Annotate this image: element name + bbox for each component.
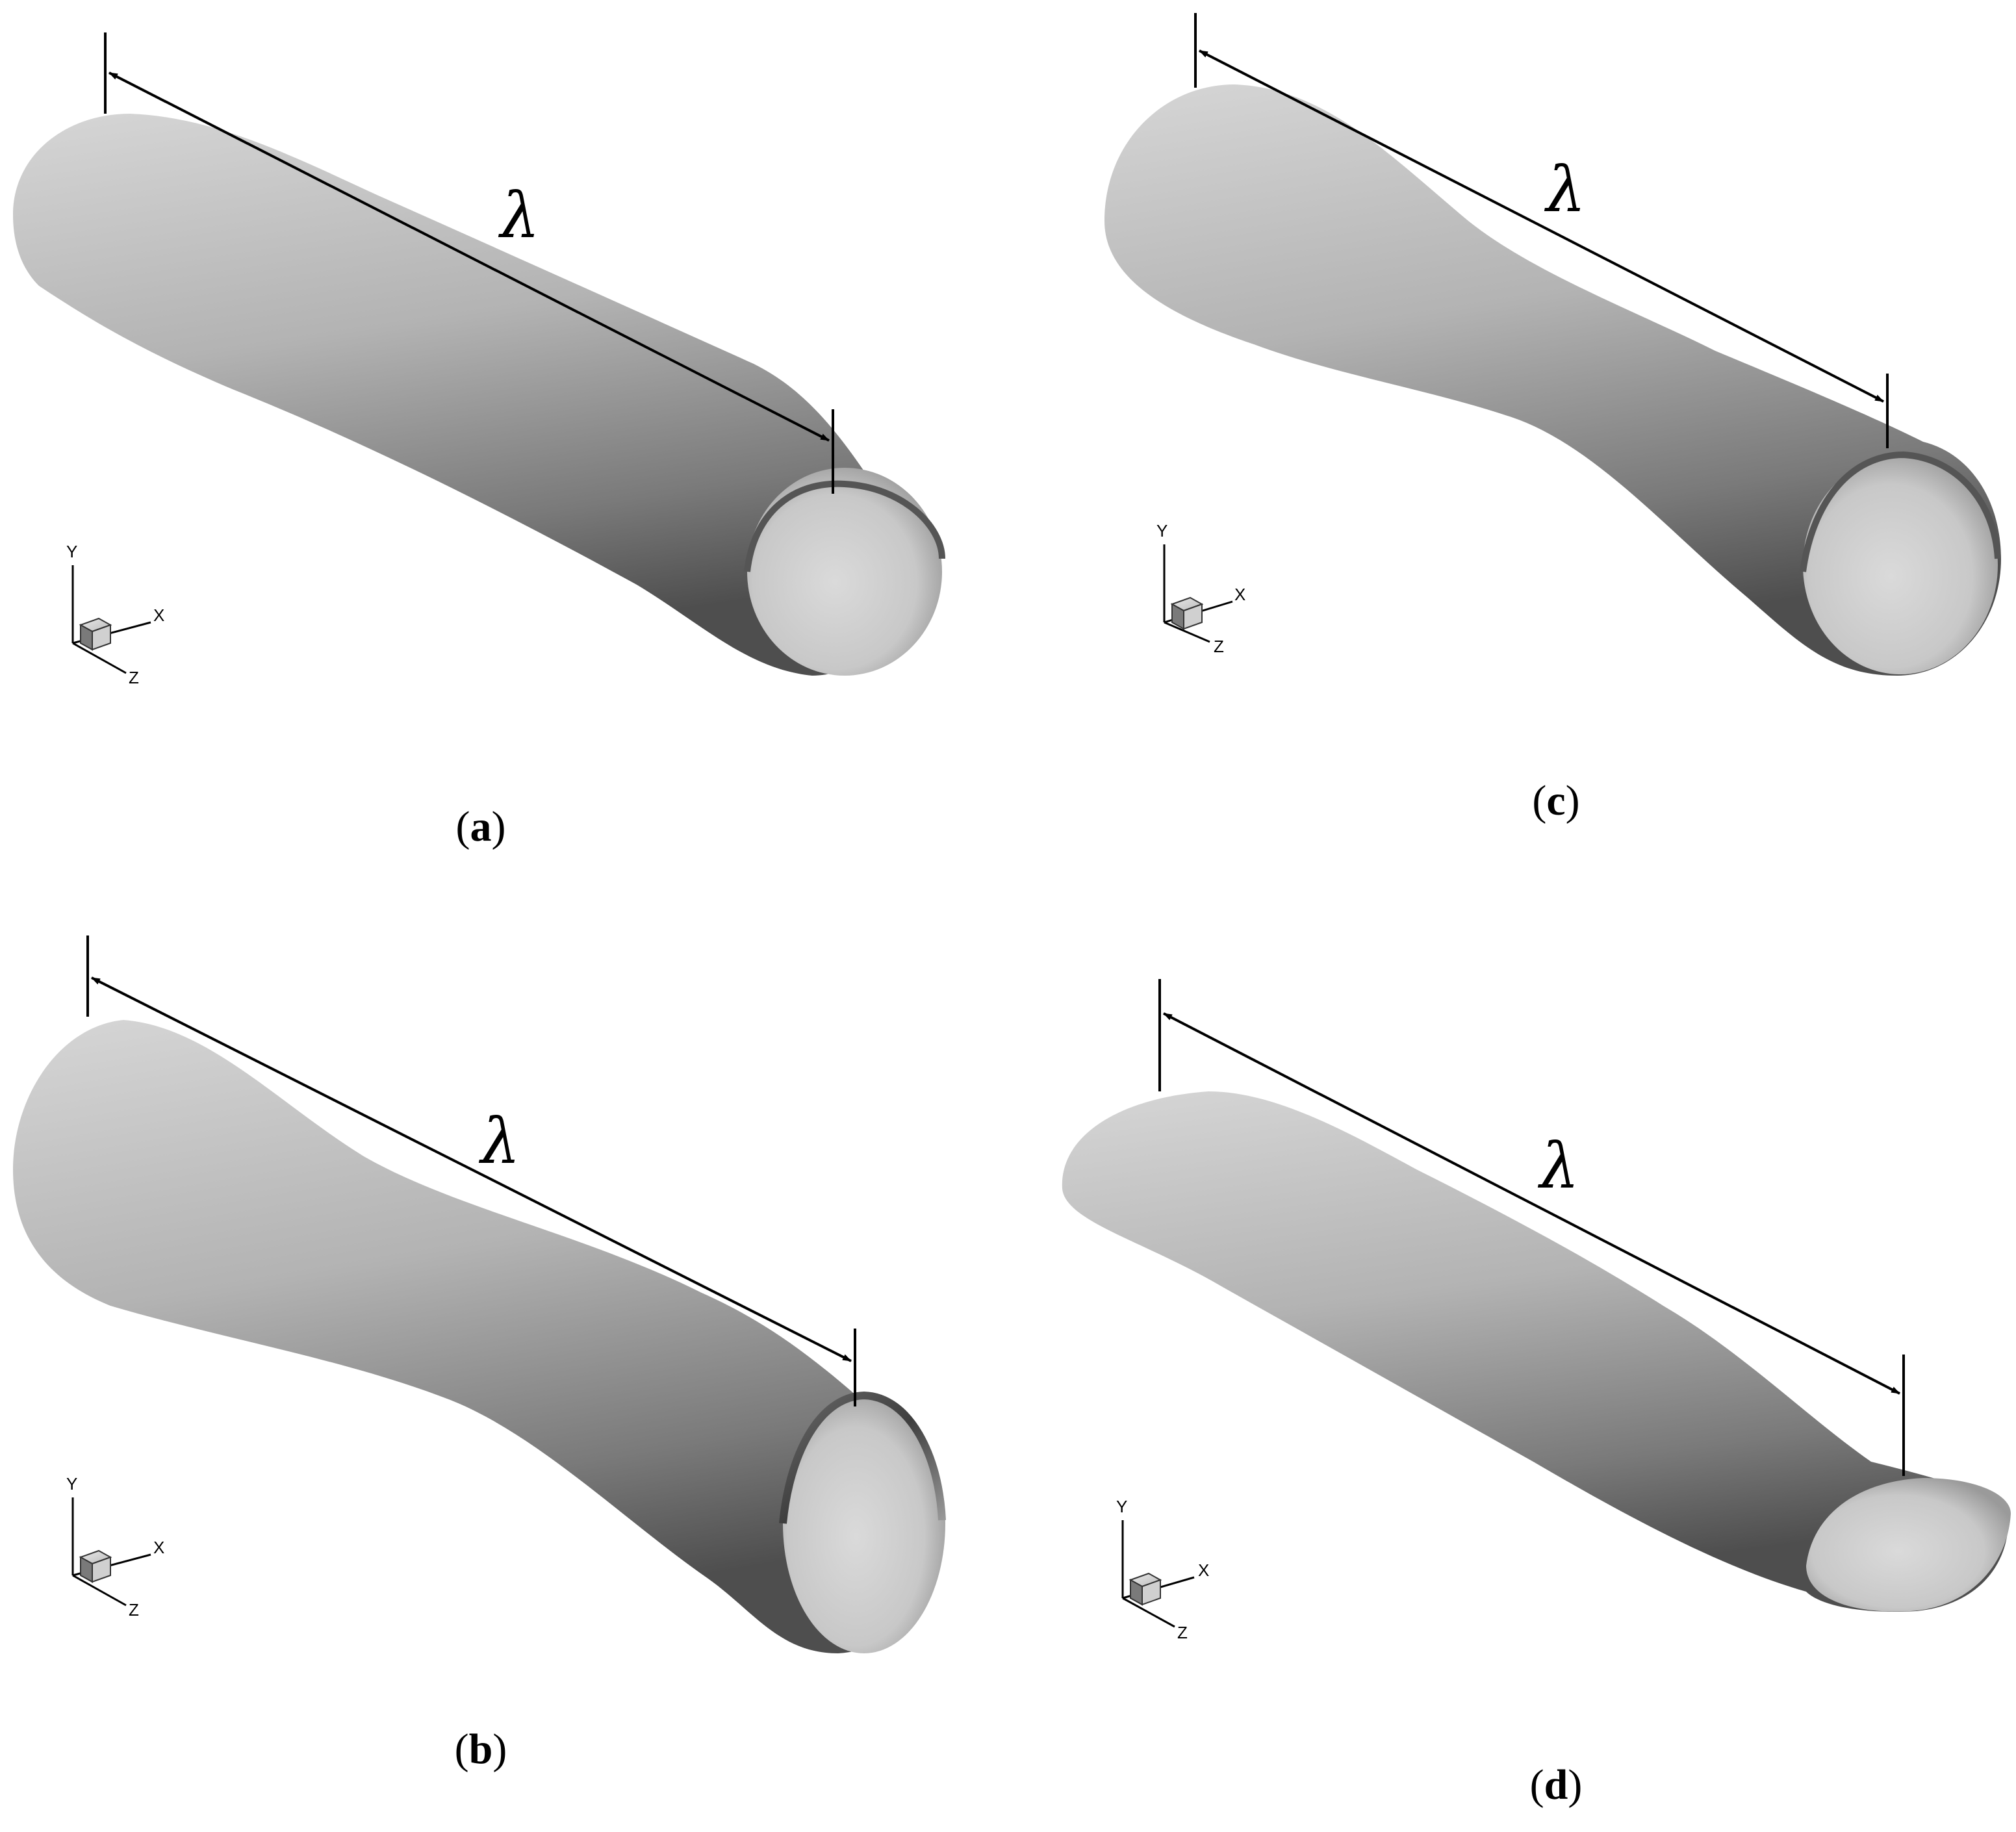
panel-b-caption: (b) (454, 1725, 507, 1773)
axis-y-label: Y (66, 1474, 77, 1494)
panel-b: λ Y X Z (13, 935, 946, 1653)
axis-x-label: X (1234, 585, 1245, 604)
end-cap-rim (744, 480, 945, 572)
axis-z-label: Z (1214, 637, 1224, 656)
dimension-arrow (1163, 1012, 1900, 1395)
axis-x-label: X (153, 605, 164, 625)
axis-triad: Y X Z (1156, 521, 1245, 656)
axis-y-label: Y (1156, 521, 1167, 541)
axis-y-label: Y (66, 542, 77, 561)
dimension-label: λ (1537, 1130, 1579, 1202)
end-cap-face (1803, 456, 1998, 674)
axis-z-label: Z (1177, 1623, 1188, 1642)
axis-triad: Y X Z (1116, 1497, 1209, 1642)
end-cap-rim (779, 1391, 946, 1524)
axis-y-label: Y (1116, 1497, 1127, 1516)
axis-z-label: Z (129, 668, 139, 687)
axis-x-label: X (1198, 1560, 1209, 1580)
panel-a: λ Y X Z (13, 32, 945, 687)
end-cap-face (783, 1393, 945, 1653)
panel-a-caption: (a) (455, 803, 506, 850)
end-cap-rim (1800, 451, 2001, 572)
axis-triad: Y X Z (66, 542, 164, 687)
panel-c: λ Y X Z (1104, 13, 2001, 676)
dimension-arrow (108, 71, 830, 442)
end-cap-face (747, 468, 942, 676)
end-cap-face (1806, 1478, 2011, 1612)
panel-d-caption: (d) (1529, 1761, 1583, 1809)
axis-z-label: Z (129, 1600, 139, 1620)
axis-x-label: X (153, 1538, 164, 1557)
dimension-arrow (1199, 49, 1884, 403)
dimension-arrow (91, 976, 852, 1362)
dimension-label: λ (478, 1105, 520, 1178)
dimension-label: λ (1544, 153, 1586, 226)
panel-c-caption: (c) (1532, 777, 1580, 824)
panel-d: λ Y X Z (1062, 979, 2011, 1642)
dimension-label: λ (498, 179, 540, 252)
axis-triad: Y X Z (66, 1474, 164, 1620)
